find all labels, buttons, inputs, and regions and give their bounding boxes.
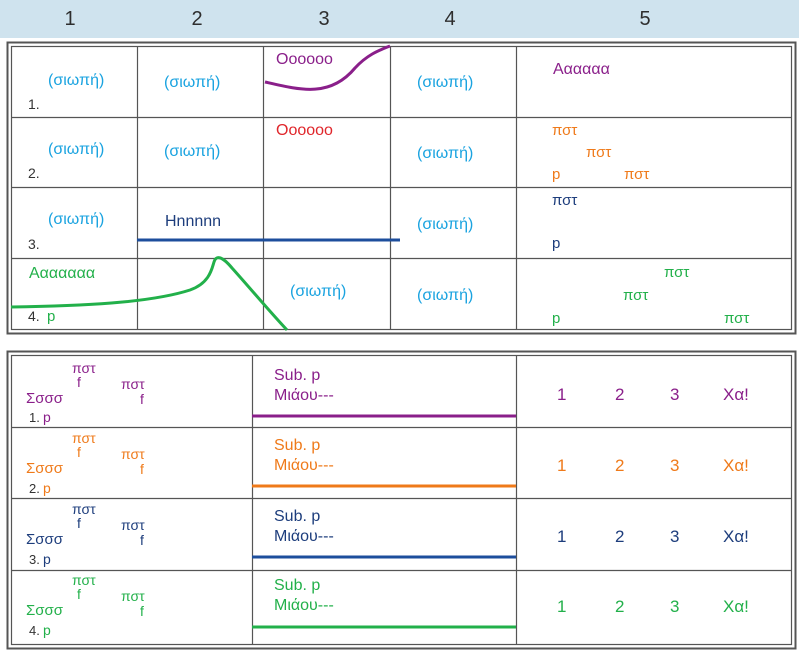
- row4-col4-silence: (σιωπή): [417, 287, 474, 304]
- b-row4-f-2: f: [140, 603, 144, 619]
- b-row3-count-2: 2: [615, 527, 625, 546]
- row1-vocal-curve: [264, 44, 391, 91]
- b-row3-f-2: f: [140, 532, 144, 548]
- b-row3-pst-1: πστ: [72, 501, 96, 517]
- b-row2-pst-1: πστ: [72, 430, 96, 446]
- row1-col1-silence: (σιωπή): [48, 72, 105, 89]
- row2-col3-oooo: Οοοοοο: [276, 122, 333, 139]
- column-header-bar: 1 2 3 4 5: [0, 0, 799, 38]
- b-row2-sub: Sub. p: [274, 437, 321, 454]
- row4-col5-pst-3: πστ: [724, 310, 750, 327]
- b-row3-count-3: 3: [670, 527, 680, 546]
- top-table-grid: [6, 41, 797, 335]
- row4-col1-aaaa: Ααααααα: [29, 265, 96, 282]
- row4-col5-p: p: [552, 310, 561, 327]
- b-row2-f-1: f: [77, 444, 81, 460]
- column-number-3: 3: [318, 8, 330, 30]
- b-row4-count-3: 3: [670, 597, 680, 616]
- b-row3-f-1: f: [77, 515, 81, 531]
- b-row4-meow: Μιάου---: [274, 597, 334, 614]
- b-row1-number: 1.: [29, 410, 40, 425]
- b-row3-sss: Σσσσ: [26, 531, 64, 548]
- column-number-2: 2: [191, 8, 203, 30]
- row4-col5-pst-2: πστ: [623, 287, 649, 304]
- b-row2-ha: Χα!: [723, 456, 749, 475]
- b-row2-sss: Σσσσ: [26, 460, 64, 477]
- b-row2-number: 2.: [29, 481, 40, 496]
- row2-col2-silence: (σιωπή): [164, 143, 221, 160]
- b-row2-meow: Μιάου---: [274, 457, 334, 474]
- b-row4-sss: Σσσσ: [26, 602, 64, 619]
- b-row2-p: p: [43, 480, 51, 496]
- row1-number: 1.: [28, 96, 40, 112]
- row4-number: 4.: [28, 308, 40, 324]
- row4-glide-curve: [10, 256, 289, 332]
- row2-col5-pst-2: πστ: [586, 144, 612, 161]
- row2-col1-silence: (σιωπή): [48, 141, 105, 158]
- b-row1-meow: Μιάου---: [274, 387, 334, 404]
- b-row1-count-3: 3: [670, 385, 680, 404]
- b-row4-pst-2: πστ: [121, 588, 145, 604]
- b-row4-number: 4.: [29, 623, 40, 638]
- b-row3-p: p: [43, 551, 51, 567]
- b-row4-p: p: [43, 622, 51, 638]
- row4-p-mark: p: [47, 308, 56, 325]
- b-row3-sub: Sub. p: [274, 508, 321, 525]
- row4-col3-silence: (σιωπή): [290, 283, 347, 300]
- row2-number: 2.: [28, 165, 40, 181]
- row3-number: 3.: [28, 236, 40, 252]
- row3-col2-hnnn: Hnnnnn: [165, 213, 222, 230]
- row1-col2-silence: (σιωπή): [164, 74, 221, 91]
- row3-col5-pst: πστ: [552, 192, 578, 209]
- b-row1-pst-1: πστ: [72, 360, 96, 376]
- row1-col5-aaaa: Αααααα: [553, 61, 610, 78]
- b-row4-pst-1: πστ: [72, 572, 96, 588]
- b-row2-count-1: 1: [557, 456, 567, 475]
- row4-col5-pst-1: πστ: [664, 264, 690, 281]
- b-row1-ha: Χα!: [723, 385, 749, 404]
- row3-col1-silence: (σιωπή): [48, 211, 105, 228]
- row3-col5-p: p: [552, 235, 561, 252]
- bottom-table-grid: [6, 350, 797, 650]
- b-row1-f-1: f: [77, 374, 81, 390]
- b-row1-f-2: f: [140, 391, 144, 407]
- row2-col5-p: p: [552, 166, 561, 183]
- b-row3-pst-2: πστ: [121, 517, 145, 533]
- b-row4-count-1: 1: [557, 597, 567, 616]
- b-row1-sub: Sub. p: [274, 367, 321, 384]
- row1-col4-silence: (σιωπή): [417, 74, 474, 91]
- b-row1-pst-2: πστ: [121, 376, 145, 392]
- b-row4-ha: Χα!: [723, 597, 749, 616]
- b-row1-count-1: 1: [557, 385, 567, 404]
- row2-col4-silence: (σιωπή): [417, 145, 474, 162]
- b-row3-ha: Χα!: [723, 527, 749, 546]
- b-row1-count-2: 2: [615, 385, 625, 404]
- b-row3-number: 3.: [29, 552, 40, 567]
- b-row2-count-2: 2: [615, 456, 625, 475]
- b-row1-sss: Σσσσ: [26, 390, 64, 407]
- b-row1-p: p: [43, 409, 51, 425]
- b-row4-sub: Sub. p: [274, 577, 321, 594]
- b-row2-f-2: f: [140, 461, 144, 477]
- row3-col4-silence: (σιωπή): [417, 216, 474, 233]
- row1-col3-oooo: Οοοοοο: [276, 51, 333, 68]
- row2-col5-pst-3: πστ: [624, 166, 650, 183]
- column-number-4: 4: [444, 8, 456, 30]
- column-number-5: 5: [639, 8, 651, 30]
- b-row4-count-2: 2: [615, 597, 625, 616]
- column-number-1: 1: [64, 8, 76, 30]
- b-row3-count-1: 1: [557, 527, 567, 546]
- b-row2-count-3: 3: [670, 456, 680, 475]
- row2-col5-pst-1: πστ: [552, 122, 578, 139]
- b-row4-f-1: f: [77, 586, 81, 602]
- b-row2-pst-2: πστ: [121, 446, 145, 462]
- b-row3-meow: Μιάου---: [274, 528, 334, 545]
